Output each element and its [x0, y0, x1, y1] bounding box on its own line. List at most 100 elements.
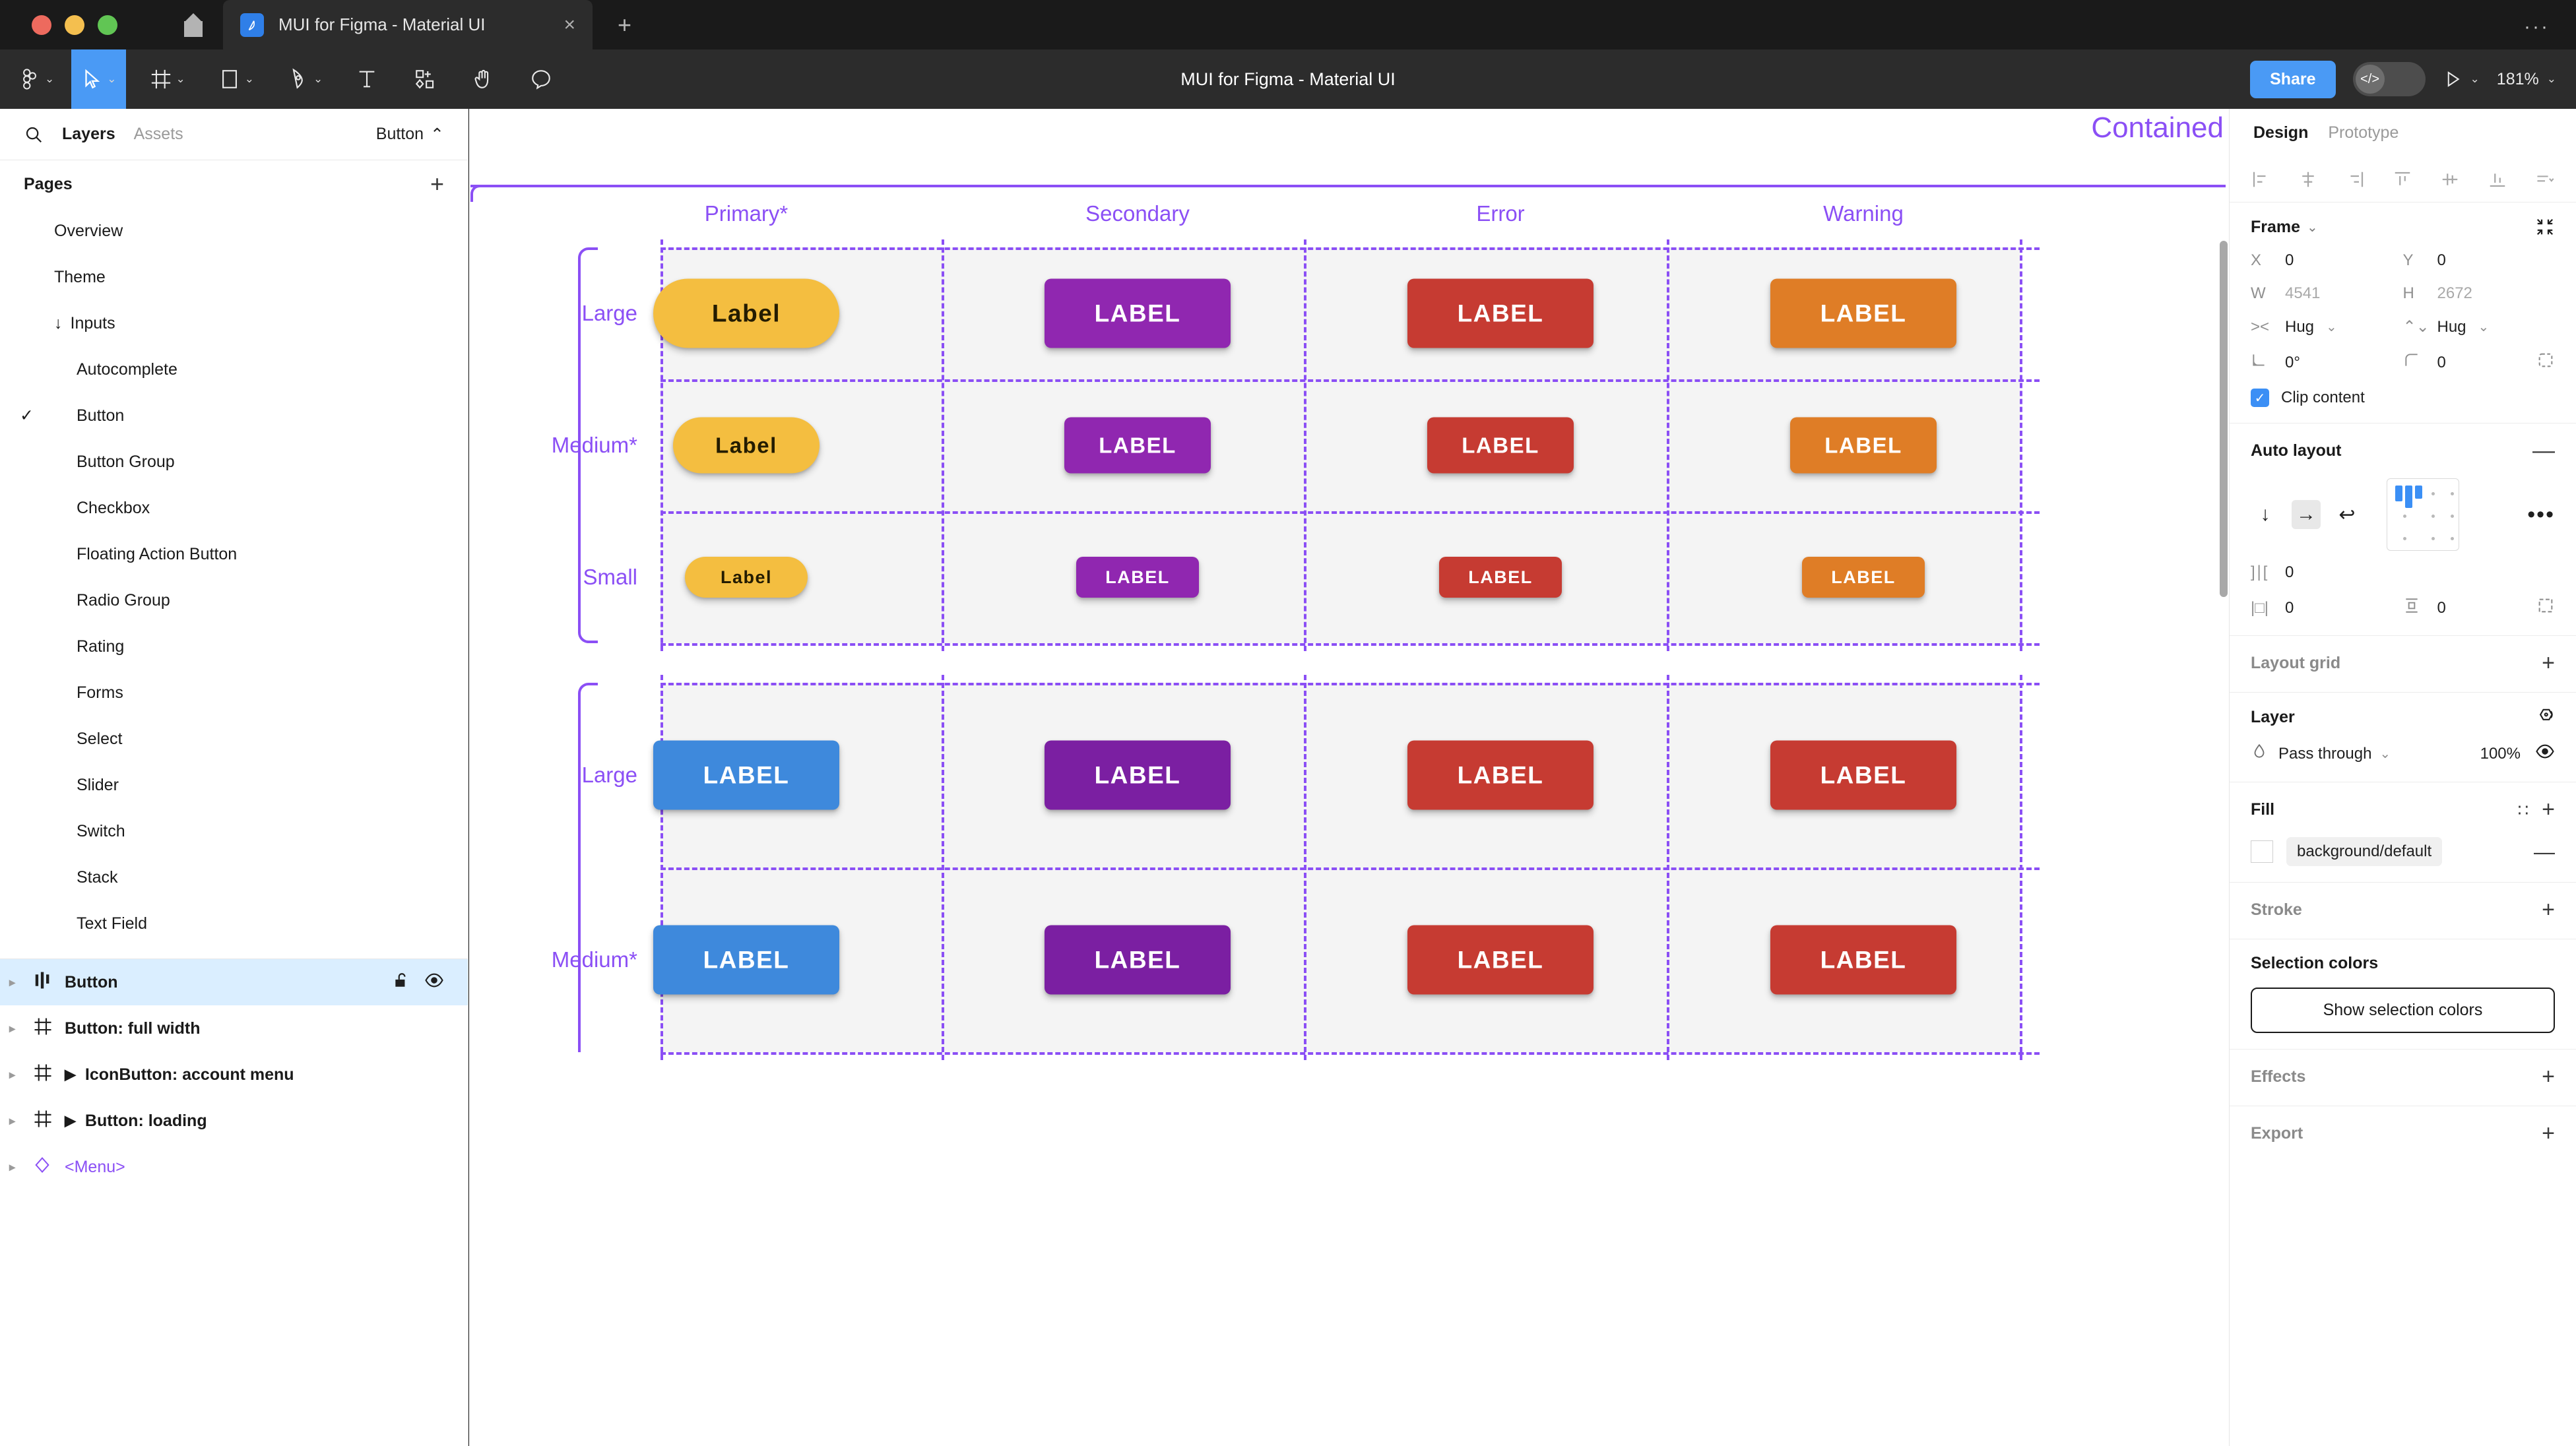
- dev-mode-toggle[interactable]: </>: [2352, 62, 2426, 96]
- align-top-icon[interactable]: [2393, 170, 2412, 189]
- alignment-grid[interactable]: [2387, 478, 2459, 551]
- page-item-select[interactable]: Select: [0, 716, 468, 762]
- layer-disclosure-icon[interactable]: ▸: [9, 1114, 16, 1127]
- add-page-icon[interactable]: +: [430, 170, 444, 197]
- page-item-checkbox[interactable]: Checkbox: [0, 485, 468, 531]
- design-button[interactable]: LABEL: [1045, 740, 1231, 810]
- hand-tool-button[interactable]: [463, 49, 503, 109]
- add-layout-grid-icon[interactable]: +: [2542, 650, 2555, 676]
- height-field[interactable]: H 2672: [2403, 284, 2556, 303]
- shape-tool-button[interactable]: ⌄: [209, 49, 263, 109]
- chevron-down-icon[interactable]: ⌄: [2470, 73, 2480, 85]
- design-button[interactable]: LABEL: [653, 925, 839, 995]
- layer-row[interactable]: ▸Button: [0, 959, 468, 1005]
- window-traffic-lights[interactable]: [0, 15, 117, 35]
- clip-content-checkbox[interactable]: ✓: [2251, 389, 2269, 407]
- design-button[interactable]: LABEL: [1407, 278, 1594, 348]
- design-button[interactable]: LABEL: [1045, 278, 1231, 348]
- page-item-stack[interactable]: Stack: [0, 854, 468, 900]
- page-item-autocomplete[interactable]: Autocomplete: [0, 346, 468, 393]
- auto-layout-more-icon[interactable]: •••: [2527, 501, 2555, 527]
- layer-disclosure-icon[interactable]: ▸: [9, 1021, 16, 1035]
- design-button[interactable]: LABEL: [1770, 740, 1956, 810]
- layer-expand-arrow-icon[interactable]: ▶: [65, 1066, 76, 1083]
- corner-radius-field[interactable]: 0: [2403, 351, 2556, 374]
- figma-home-button[interactable]: [164, 0, 223, 49]
- minimize-window-icon[interactable]: [65, 15, 84, 35]
- layer-disclosure-icon[interactable]: ▸: [9, 1067, 16, 1081]
- individual-padding-icon[interactable]: [2536, 596, 2555, 619]
- page-item-theme[interactable]: Theme: [0, 254, 468, 300]
- align-bottom-icon[interactable]: [2488, 170, 2507, 189]
- page-item-radio-group[interactable]: Radio Group: [0, 577, 468, 623]
- close-window-icon[interactable]: [32, 15, 51, 35]
- direction-horizontal-button[interactable]: →: [2292, 500, 2321, 529]
- new-tab-icon[interactable]: +: [618, 11, 632, 38]
- frame-name-label[interactable]: Contained: [2091, 111, 2224, 144]
- clip-content-row[interactable]: ✓ Clip content: [2251, 389, 2555, 407]
- align-vertical-center-icon[interactable]: [2440, 170, 2460, 189]
- add-fill-icon[interactable]: +: [2542, 797, 2555, 822]
- show-selection-colors-button[interactable]: Show selection colors: [2251, 988, 2555, 1033]
- resources-tool-button[interactable]: [404, 49, 445, 109]
- share-button[interactable]: Share: [2250, 60, 2336, 98]
- page-item-slider[interactable]: Slider: [0, 762, 468, 808]
- visibility-icon[interactable]: [424, 970, 444, 995]
- tab-design[interactable]: Design: [2253, 123, 2309, 142]
- page-item-floating-action-button[interactable]: Floating Action Button: [0, 531, 468, 577]
- page-item-switch[interactable]: Switch: [0, 808, 468, 854]
- layer-disclosure-icon[interactable]: ▸: [9, 1160, 16, 1174]
- horizontal-padding-field[interactable]: |□| 0: [2251, 599, 2403, 617]
- move-tool-button[interactable]: ⌄: [71, 49, 126, 109]
- chevron-down-icon[interactable]: ⌄: [2379, 747, 2391, 761]
- browser-tab[interactable]: MUI for Figma - Material UI ×: [223, 0, 593, 49]
- canvas-scrollbar[interactable]: [2220, 241, 2228, 597]
- fill-token-label[interactable]: background/default: [2286, 837, 2443, 866]
- close-tab-icon[interactable]: ×: [564, 13, 575, 36]
- align-horizontal-center-icon[interactable]: [2298, 170, 2318, 189]
- design-button[interactable]: LABEL: [1064, 417, 1211, 474]
- frame-tool-button[interactable]: ⌄: [141, 49, 195, 109]
- fill-color-swatch[interactable]: [2251, 840, 2273, 863]
- add-stroke-icon[interactable]: +: [2542, 897, 2555, 922]
- page-item-rating[interactable]: Rating: [0, 623, 468, 670]
- design-button[interactable]: Label: [653, 278, 839, 348]
- figma-menu-button[interactable]: ⌄: [9, 49, 63, 109]
- add-effect-icon[interactable]: +: [2542, 1064, 2555, 1089]
- tab-prototype[interactable]: Prototype: [2328, 123, 2399, 142]
- design-button[interactable]: LABEL: [653, 740, 839, 810]
- design-button[interactable]: LABEL: [1439, 557, 1562, 598]
- page-item-button[interactable]: ✓Button: [0, 393, 468, 439]
- distribute-menu-icon[interactable]: [2535, 170, 2555, 189]
- independent-corners-icon[interactable]: [2536, 351, 2555, 374]
- page-item-inputs[interactable]: ↓Inputs: [0, 300, 468, 346]
- direction-wrap-button[interactable]: ↩: [2338, 503, 2356, 526]
- layer-expand-arrow-icon[interactable]: ▶: [65, 1112, 76, 1129]
- layer-row[interactable]: ▸▶Button: loading: [0, 1098, 468, 1144]
- page-item-overview[interactable]: Overview: [0, 208, 468, 254]
- design-button[interactable]: LABEL: [1076, 557, 1199, 598]
- align-left-icon[interactable]: [2251, 170, 2270, 189]
- layer-disclosure-icon[interactable]: ▸: [9, 975, 16, 989]
- width-field[interactable]: W 4541: [2251, 284, 2403, 303]
- layer-row[interactable]: ▸▶IconButton: account menu: [0, 1052, 468, 1098]
- design-button[interactable]: LABEL: [1790, 417, 1937, 474]
- collapse-frame-icon[interactable]: [2535, 217, 2555, 237]
- tab-layers[interactable]: Layers: [62, 125, 115, 143]
- y-field[interactable]: Y 0: [2403, 251, 2556, 270]
- pen-tool-button[interactable]: ⌄: [278, 49, 332, 109]
- opacity-value[interactable]: 100%: [2480, 744, 2521, 763]
- design-button[interactable]: LABEL: [1407, 740, 1594, 810]
- gap-field[interactable]: ]∣[ 0: [2251, 563, 2403, 582]
- horizontal-resizing-field[interactable]: >< Hug ⌄: [2251, 318, 2403, 336]
- add-export-icon[interactable]: +: [2542, 1121, 2555, 1146]
- layer-row[interactable]: ▸<Menu>: [0, 1144, 468, 1190]
- chevron-down-icon[interactable]: ⌄: [2307, 220, 2318, 235]
- layer-visibility-icon[interactable]: [2535, 741, 2555, 766]
- expand-arrow-icon[interactable]: ↓: [54, 313, 63, 332]
- design-button[interactable]: Label: [685, 557, 808, 598]
- blend-mode-value[interactable]: Pass through: [2278, 744, 2372, 763]
- rotation-field[interactable]: 0°: [2251, 352, 2403, 373]
- present-button[interactable]: ⌄: [2443, 69, 2480, 89]
- design-button[interactable]: LABEL: [1770, 925, 1956, 995]
